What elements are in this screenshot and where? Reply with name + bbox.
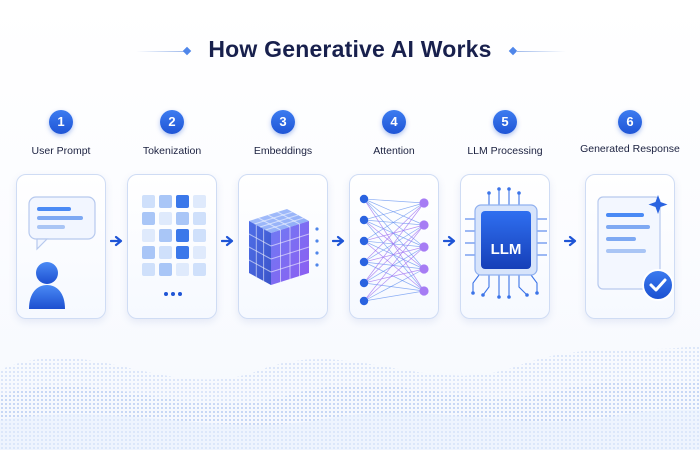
step-generated-response: 6 Generated Response: [580, 110, 680, 320]
step-attention: 4 Attention: [344, 110, 444, 320]
step-user-prompt: 1 User Prompt: [11, 110, 111, 320]
flow-arrow-icon: [110, 234, 124, 248]
flow-arrow-icon: [221, 234, 235, 248]
step-card: [16, 174, 106, 319]
step-llm-processing: 5 LLM Processing: [455, 110, 555, 320]
flow-arrow-icon: [564, 234, 578, 248]
step-card: [127, 174, 217, 319]
title-divider-right: [516, 51, 566, 52]
user-prompt-icon: [28, 196, 96, 309]
embedding-cube-icon: [248, 209, 319, 285]
background-wave-pattern: [0, 345, 700, 450]
chip-label: LLM: [490, 241, 522, 258]
llm-chip-icon: [465, 187, 547, 299]
step-label: LLM Processing: [467, 145, 543, 157]
response-document-icon: [597, 195, 674, 301]
step-number-badge: 2: [160, 110, 184, 134]
step-number-badge: 4: [382, 110, 406, 134]
step-label: Generated Response: [580, 143, 680, 155]
step-number-badge: 6: [618, 110, 642, 134]
step-card: [585, 174, 675, 319]
step-card: [238, 174, 328, 319]
page-title: How Generative AI Works: [208, 36, 492, 62]
step-card: LLM: [460, 174, 550, 319]
step-label: User Prompt: [31, 145, 91, 157]
step-label: Embeddings: [253, 145, 313, 157]
token-grid-icon: [142, 195, 206, 296]
step-number-badge: 1: [49, 110, 73, 134]
attention-network-icon: [359, 194, 429, 306]
step-label: Tokenization: [142, 145, 202, 157]
step-label: Attention: [373, 145, 415, 157]
flow-arrow-icon: [332, 234, 346, 248]
step-number-badge: 5: [493, 110, 517, 134]
step-embeddings: 3 Embeddings: [233, 110, 333, 320]
title-divider-left: [136, 51, 186, 52]
step-card: [349, 174, 439, 319]
flow-arrow-icon: [443, 234, 457, 248]
step-tokenization: 2 Tokenization: [122, 110, 222, 320]
title-row: How Generative AI Works: [0, 34, 700, 68]
step-number-badge: 3: [271, 110, 295, 134]
